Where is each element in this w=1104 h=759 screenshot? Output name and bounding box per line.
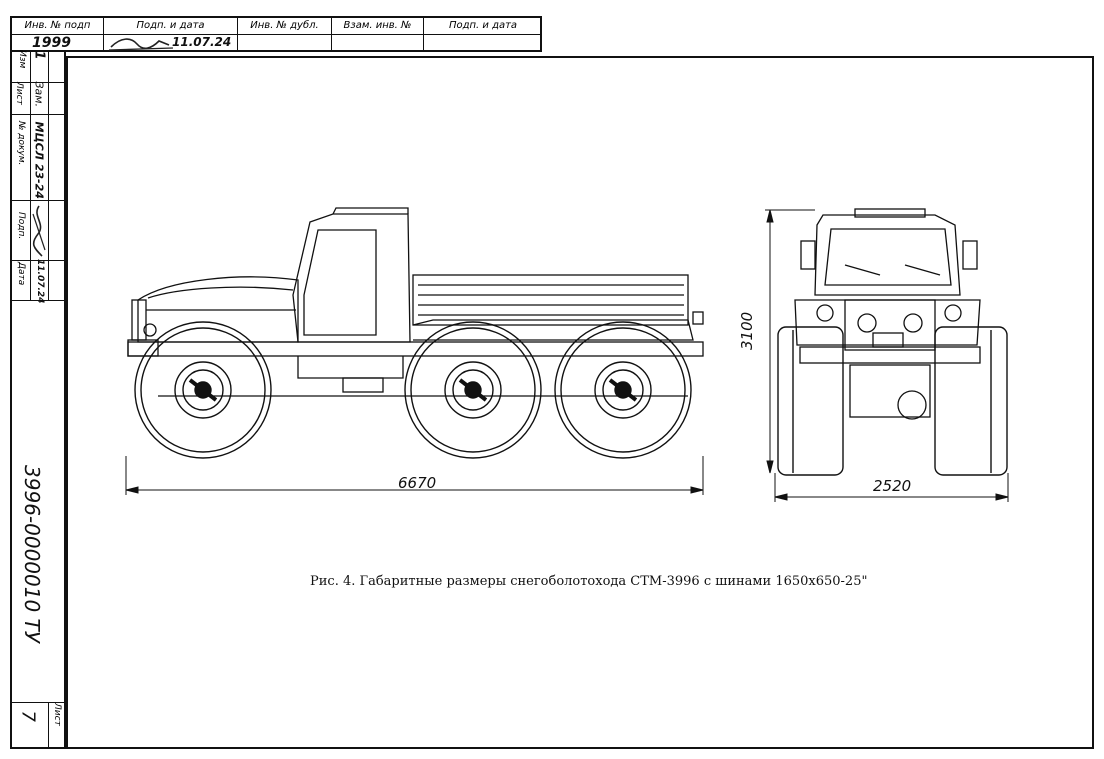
stamp-header-inv: Инв. № подп: [12, 18, 104, 34]
label-izm: Изм: [17, 50, 27, 69]
stamp-header-dup: Инв. № дубл.: [238, 18, 332, 34]
left-stamp-column: Изм Лист № докум. Подп. Дата 1 Зам. МЦСЛ…: [10, 50, 66, 749]
value-doc: МЦСЛ 23-24: [32, 121, 46, 199]
dimension-width: 2520: [873, 477, 912, 495]
label-sign: Подп.: [16, 212, 26, 240]
sheet-label: Лист: [52, 703, 62, 726]
label-list: Лист: [14, 82, 24, 105]
vehicle-front-view: [765, 208, 1009, 502]
dimension-height: 3100: [738, 311, 756, 350]
value-izm: 1: [31, 50, 47, 60]
dimension-length: 6670: [398, 474, 437, 492]
label-doc: № докум.: [16, 121, 26, 166]
document-designation: 3996-0000010 ТУ: [20, 465, 44, 643]
drawing-frame: [66, 56, 1094, 749]
stamp-header-sign-date-2: Подп. и дата: [448, 20, 518, 31]
value-date: 11.07.24: [35, 259, 45, 304]
stamp-divider: [12, 34, 540, 35]
sheet-number: 7: [17, 710, 39, 722]
middle-wheel: [404, 321, 542, 459]
value-list: Зам.: [32, 81, 46, 108]
label-date: Дата: [16, 262, 26, 286]
stamp-inv-value: 1999: [32, 35, 71, 51]
front-wheel: [134, 321, 272, 459]
stamp-signature: [108, 38, 174, 51]
left-signature: [32, 205, 46, 257]
stamp-table: Инв. № подп Подп. и дата Инв. № дубл. Вз…: [10, 16, 542, 52]
figure-caption: Рис. 4. Габаритные размеры снегоболотохо…: [310, 574, 868, 589]
stamp-date-value: 11.07.24: [172, 35, 232, 49]
stamp-header-replace: Взам. инв. №: [332, 18, 424, 34]
stamp-header-sign-date: Подп. и дата: [104, 18, 238, 34]
vehicle-side-view: [125, 207, 704, 495]
rear-wheel: [554, 321, 692, 459]
